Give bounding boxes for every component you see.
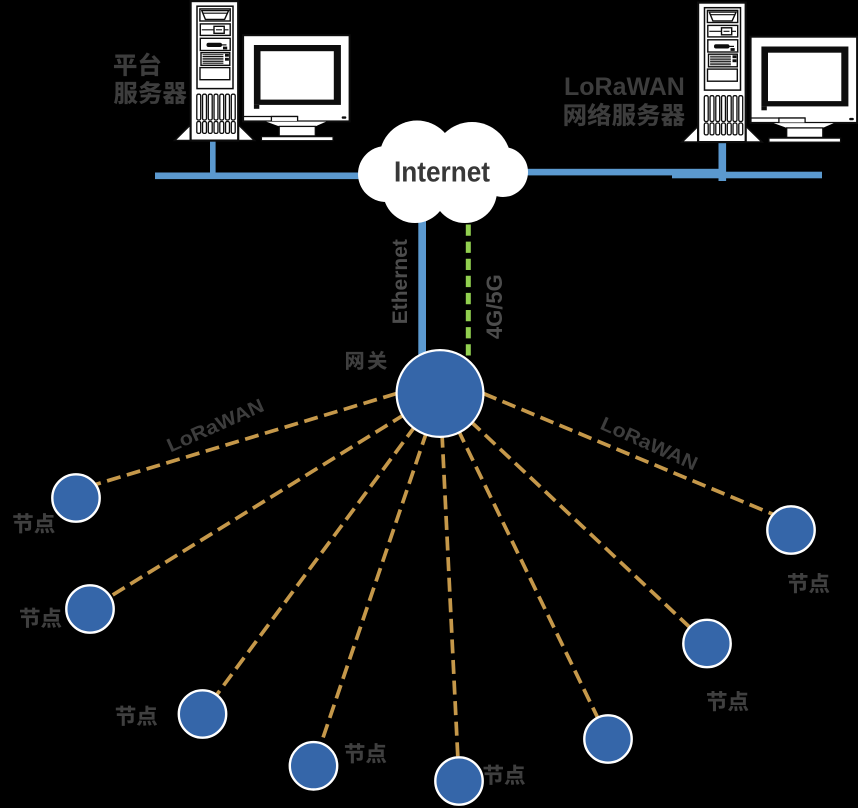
svg-text:4G/5G: 4G/5G: [482, 274, 507, 339]
svg-text:Ethernet: Ethernet: [389, 239, 412, 324]
svg-text:LoRaWAN: LoRaWAN: [564, 73, 685, 101]
svg-text:Internet: Internet: [394, 156, 490, 188]
